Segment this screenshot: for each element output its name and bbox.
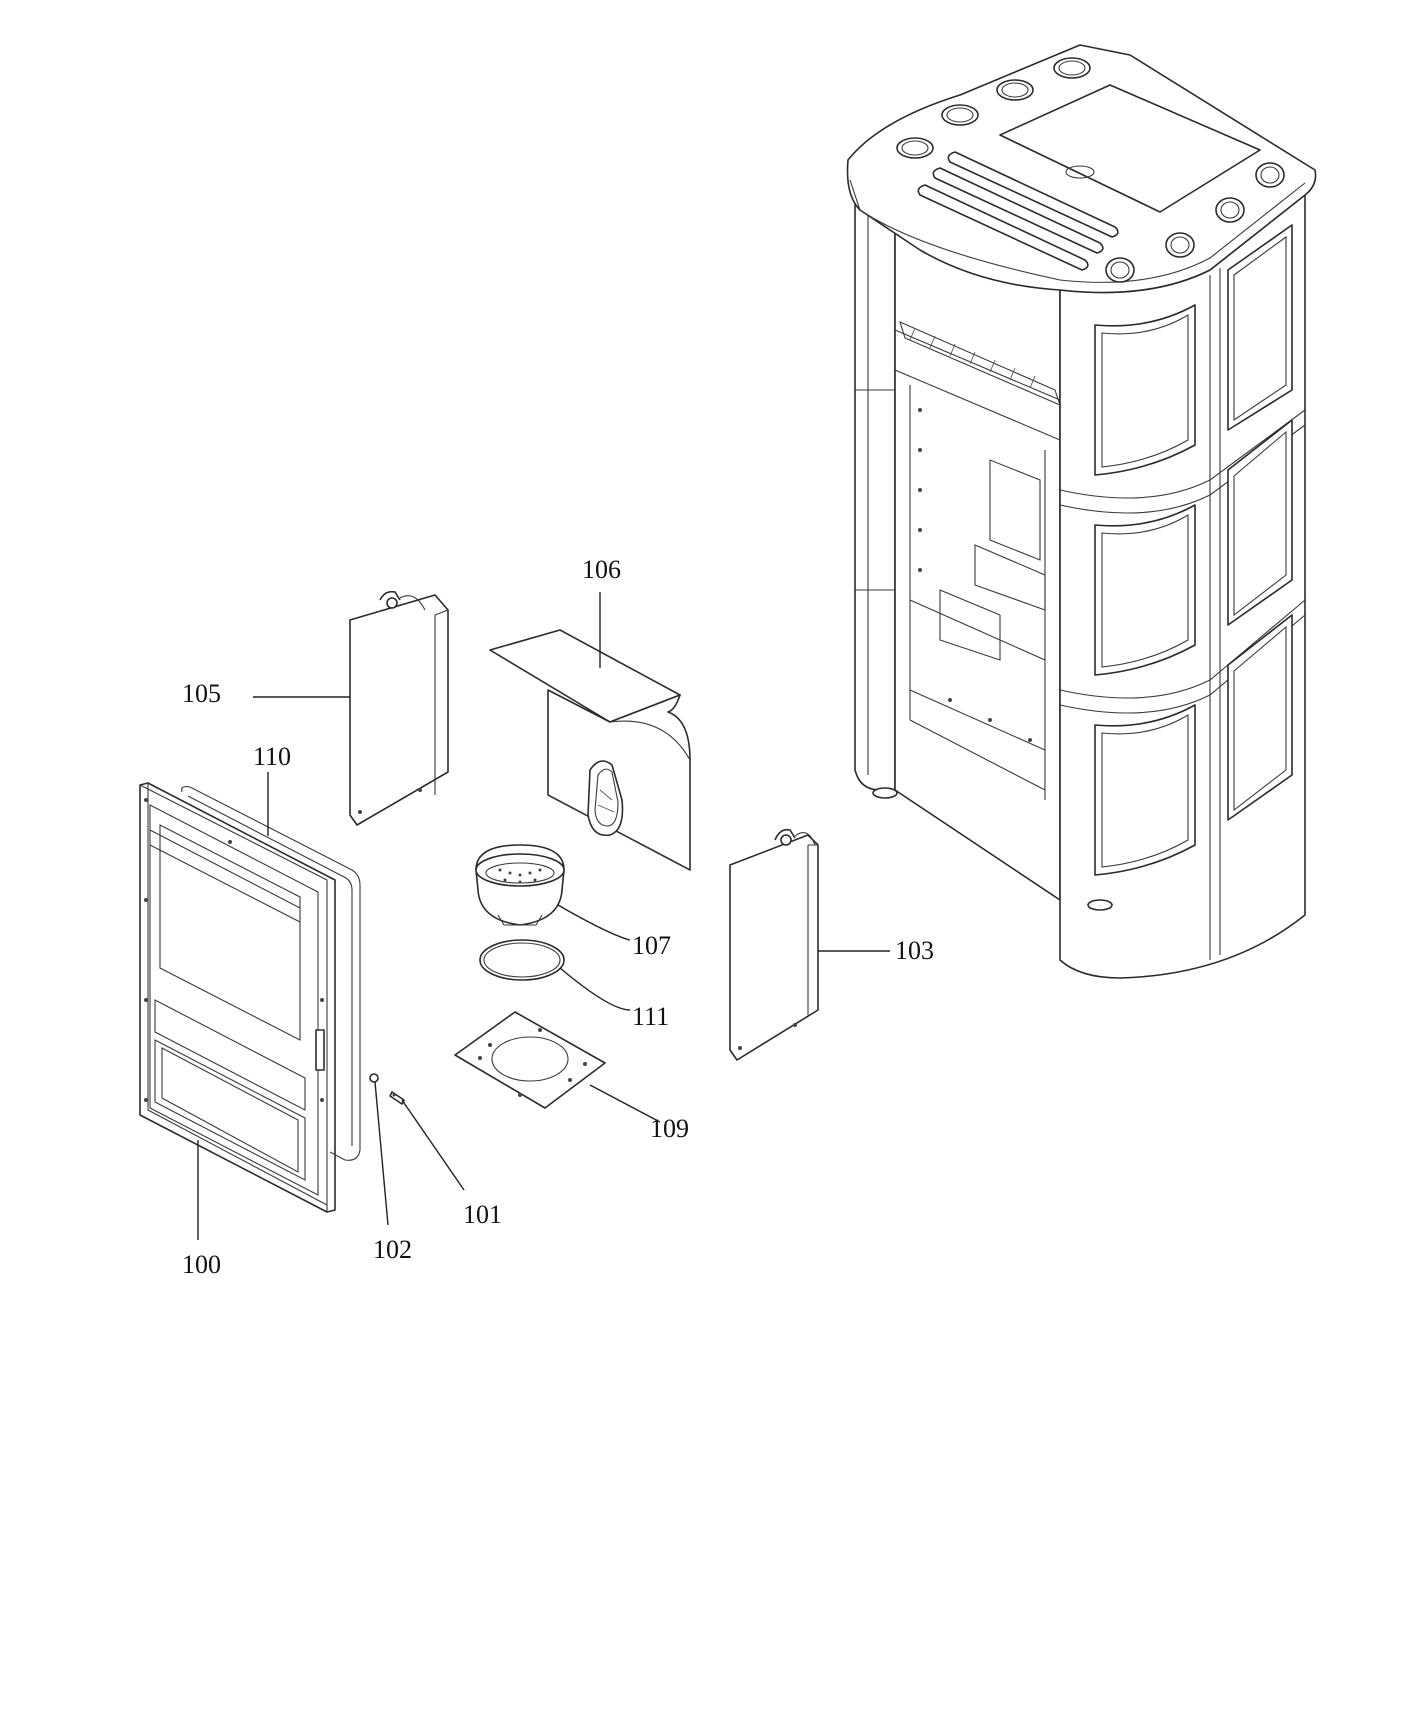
- mounting-plate-part: [454, 1011, 606, 1109]
- leader-109: [589, 1084, 661, 1123]
- glass-gasket-part: [181, 786, 361, 1161]
- frame-screws: [918, 408, 1032, 742]
- leader-111: [559, 967, 631, 1011]
- callout-labels: 106 105 110 107 103 111 109 101 102 100: [182, 555, 934, 1279]
- callout-111: 111: [632, 1002, 669, 1031]
- burn-pot-part: [475, 844, 565, 926]
- burn-pot-holes: [498, 868, 542, 884]
- callout-110: 110: [253, 742, 291, 771]
- screw-part: [389, 1091, 405, 1105]
- side-tiles: [1094, 224, 1293, 876]
- ring-gasket-part: [479, 939, 565, 981]
- door-frame-part: [139, 782, 336, 1213]
- leader-102: [374, 1081, 389, 1226]
- washer-part: [369, 1073, 379, 1083]
- stove-top-plate: [846, 44, 1317, 294]
- callout-100: 100: [182, 1250, 221, 1279]
- callout-107: 107: [632, 931, 671, 960]
- callout-109: 109: [650, 1114, 689, 1143]
- stove-assembly: [846, 44, 1317, 979]
- callout-106: 106: [582, 555, 621, 584]
- callout-103: 103: [895, 936, 934, 965]
- callout-102: 102: [373, 1235, 412, 1264]
- right-side-plate-part: [729, 828, 819, 1061]
- left-side-plate-part: [349, 590, 449, 826]
- leader-lines: [197, 592, 890, 1240]
- rear-deflector-part: [489, 629, 691, 871]
- leader-107: [557, 904, 631, 941]
- leader-101: [401, 1099, 465, 1191]
- callout-105: 105: [182, 679, 221, 708]
- callout-101: 101: [463, 1200, 502, 1229]
